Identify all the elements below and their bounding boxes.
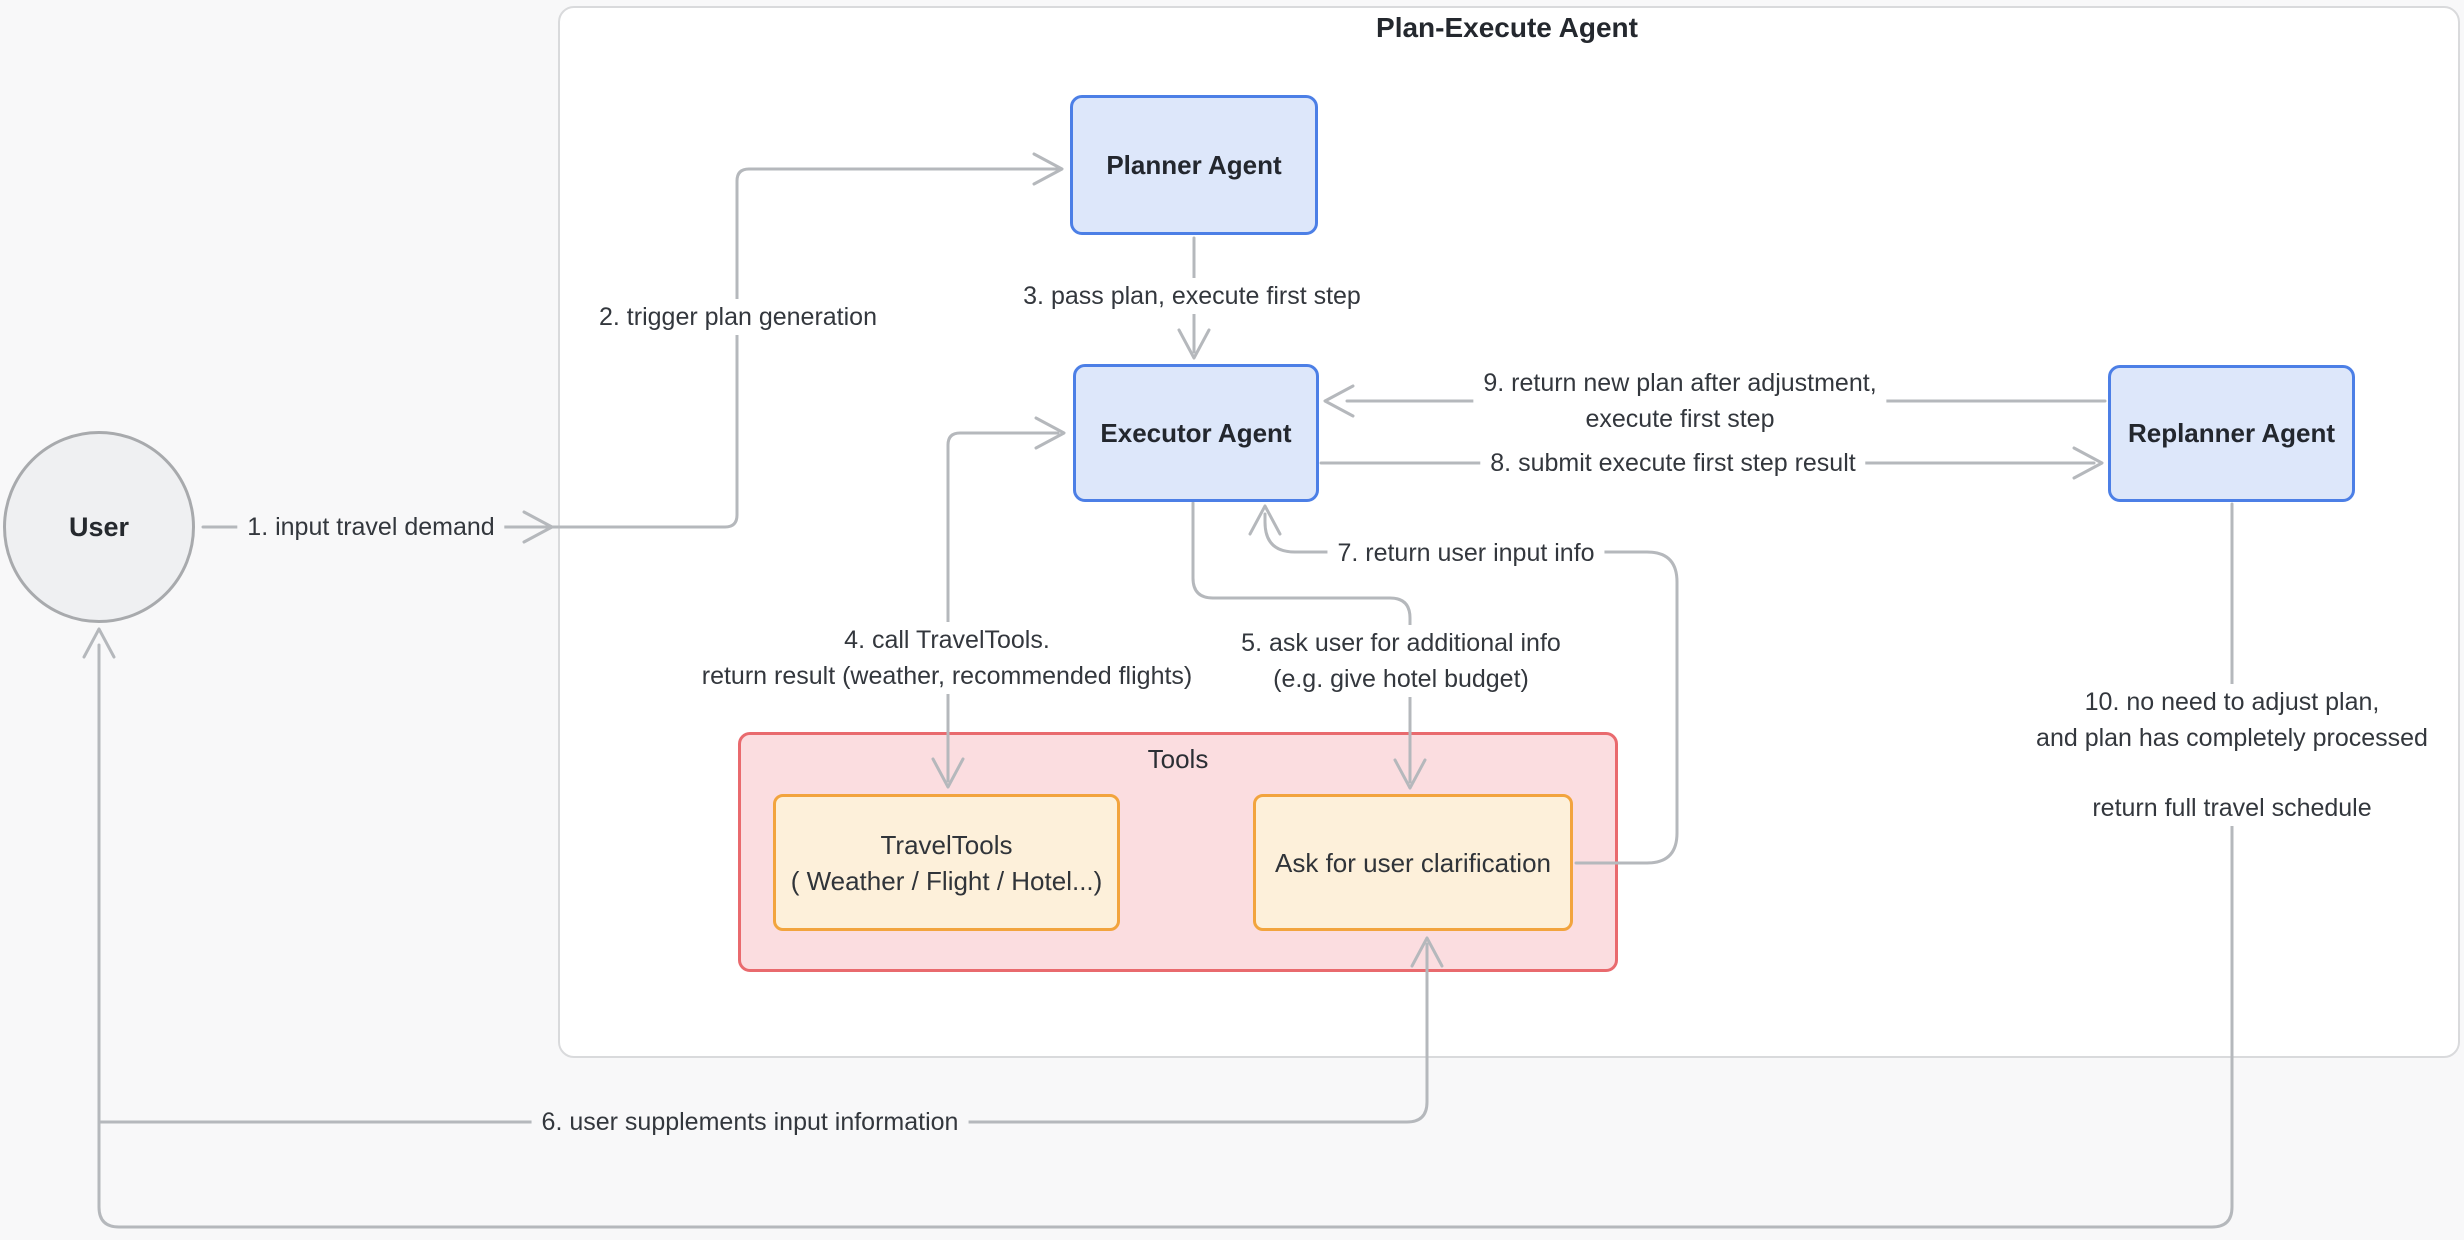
arrowhead-down-icon: [1177, 328, 1211, 360]
travel-tools-node: TravelTools ( Weather / Flight / Hotel..…: [773, 794, 1120, 931]
edge-label-9: 9. return new plan after adjustment, exe…: [1473, 365, 1887, 437]
user-node: User: [3, 431, 195, 623]
edge-7-line: [1263, 512, 1679, 865]
edge-1-2-line: [201, 167, 1060, 529]
edge-label-10-line3: return full travel schedule: [2092, 794, 2372, 822]
edge-10-line: [97, 502, 2234, 1229]
arrowhead-up-icon: [1410, 936, 1444, 968]
arrowhead-right-icon: [522, 510, 554, 544]
edge-label-4-line1: 4. call TravelTools.: [844, 626, 1050, 654]
replanner-agent-node: Replanner Agent: [2108, 365, 2355, 502]
planner-agent-node: Planner Agent: [1070, 95, 1318, 235]
edge-label-10-line2: and plan has completely processed: [2036, 724, 2428, 752]
edge-label-9-line1: 9. return new plan after adjustment,: [1483, 369, 1877, 397]
arrowhead-right-icon: [2072, 446, 2104, 480]
edge-label-9-line2: execute first step: [1585, 405, 1775, 433]
edge-6-line: [97, 942, 1429, 1124]
edge-label-7: 7. return user input info: [1327, 535, 1605, 571]
edge-label-4-line2: return result (weather, recommended flig…: [701, 662, 1193, 690]
arrowhead-up-icon: [1248, 504, 1282, 536]
edge-5-line: [1191, 501, 1412, 784]
edge-label-10: 10. no need to adjust plan, and plan has…: [2026, 684, 2438, 826]
edge-label-6: 6. user supplements input information: [531, 1104, 969, 1140]
edge-label-8: 8. submit execute first step result: [1480, 445, 1866, 481]
edge-label-10-line1: 10. no need to adjust plan,: [2084, 688, 2380, 716]
edge-label-5: 5. ask user for additional info (e.g. gi…: [1231, 625, 1571, 697]
travel-tools-line1: TravelTools: [880, 829, 1013, 860]
edge-label-5-line1: 5. ask user for additional info: [1241, 629, 1561, 657]
edge-label-4: 4. call TravelTools. return result (weat…: [691, 622, 1203, 694]
arrowhead-right-icon: [1032, 152, 1064, 186]
edge-label-3: 3. pass plan, execute first step: [1013, 278, 1371, 314]
edge-label-2: 2. trigger plan generation: [589, 299, 887, 335]
ask-user-clarification-node: Ask for user clarification: [1253, 794, 1573, 931]
arrowhead-down-icon: [931, 757, 965, 789]
arrowhead-right-icon: [1034, 416, 1066, 450]
ask-user-clarification-label: Ask for user clarification: [1275, 847, 1551, 878]
arrowhead-up-icon: [82, 627, 116, 659]
tools-group-label: Tools: [1147, 744, 1209, 774]
edge-label-1: 1. input travel demand: [237, 509, 505, 545]
arrowhead-left-icon: [1323, 384, 1355, 418]
travel-tools-line2: ( Weather / Flight / Hotel...): [790, 865, 1103, 896]
edge-label-10-gap: [2036, 756, 2428, 790]
executor-agent-node: Executor Agent: [1073, 364, 1319, 502]
edge-4-line: [946, 431, 1060, 783]
edge-label-5-line2: (e.g. give hotel budget): [1273, 665, 1529, 693]
diagram-title: Plan-Execute Agent: [1376, 12, 1638, 43]
arrowhead-down-icon: [1393, 758, 1427, 790]
